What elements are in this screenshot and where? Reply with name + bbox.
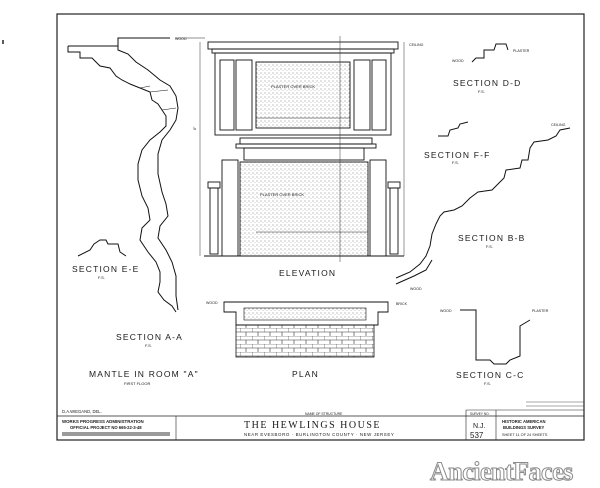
section-dd-profile xyxy=(471,43,509,63)
watermark-logo: AncientFaces xyxy=(430,457,573,486)
title-block xyxy=(57,401,584,440)
first-floor-label: FIRST FLOOR xyxy=(124,381,150,386)
section-aa-label: SECTION A-A xyxy=(116,332,183,342)
plaster-label-cc: PLASTER xyxy=(532,309,549,313)
section-bb-profile xyxy=(395,127,571,285)
section-cc-label: SECTION C-C xyxy=(456,370,524,380)
name-of-structure-caption: NAME OF STRUCTURE xyxy=(305,412,343,416)
ceiling-label-elev: CEILING xyxy=(409,43,424,47)
sheet-number: SHEET 11 OF 24 SHEETS xyxy=(502,433,548,437)
scale-dd: F.S. xyxy=(478,89,485,94)
mantle-elevation xyxy=(204,41,404,257)
mantle-plan xyxy=(223,301,389,358)
house-name: THE HEWLINGS HOUSE xyxy=(244,420,381,431)
elevation-dimensions xyxy=(199,36,405,262)
section-aa-profile xyxy=(67,37,179,313)
lower-plaster-panel xyxy=(239,161,369,257)
state-code: N.J. xyxy=(473,423,486,430)
section-ee-profile xyxy=(77,239,127,257)
plan-label: PLAN xyxy=(292,369,319,379)
survey-org-2: BUILDINGS SURVEY xyxy=(503,425,545,430)
elevation-label: ELEVATION xyxy=(279,268,336,278)
scale-ff: F.S. xyxy=(452,160,459,165)
sheet-border xyxy=(56,13,585,441)
dim-aa: 8" xyxy=(193,126,197,130)
scale-aa: F.S. xyxy=(145,343,152,348)
plaster-over-brick-upper: PLASTER OVER BRICK xyxy=(271,84,315,89)
wood-label-top: WOOD xyxy=(175,37,187,41)
scale-ee: F.S. xyxy=(98,275,105,280)
plaster-label-dd: PLASTER xyxy=(513,49,530,53)
section-bb-label: SECTION B-B xyxy=(458,233,526,243)
scale-bb: F.S. xyxy=(486,244,493,249)
section-ff-label: SECTION F-F xyxy=(424,150,491,160)
section-ff-profile xyxy=(438,121,469,137)
wpa-fine-print xyxy=(62,432,170,436)
section-cc-profile xyxy=(460,309,531,365)
wood-label-bb: WOOD xyxy=(410,287,422,291)
survey-number: 537 xyxy=(470,431,484,440)
plaster-over-brick-lower: PLASTER OVER BRICK xyxy=(260,192,304,197)
wpa-line-2: OFFICIAL PROJECT NO 665-22-3-48 xyxy=(70,425,142,430)
brick-label-plan: BRICK xyxy=(396,302,408,306)
drawn-by: D.A.WIEGAND, DEL. xyxy=(62,409,102,414)
wood-label-plan: WOOD xyxy=(206,301,218,305)
wood-label-dd: WOOD xyxy=(452,59,464,63)
location-line: NEAR EVESBORO · BURLINGTON COUNTY · NEW … xyxy=(244,432,394,437)
section-ee-label: SECTION E-E xyxy=(72,264,140,274)
wood-label-cc: WOOD xyxy=(440,309,452,313)
wpa-line-1: WORKS PROGRESS ADMINISTRATION xyxy=(62,419,144,424)
survey-no-caption: SURVEY NO. xyxy=(470,412,490,416)
section-dd-label: SECTION D-D xyxy=(453,78,521,88)
upper-plaster-panel xyxy=(255,61,351,129)
mantle-title: MANTLE IN ROOM "A" xyxy=(89,369,199,379)
survey-org-1: HISTORIC AMERICAN xyxy=(502,419,546,424)
ceiling-label-bb: CEILING xyxy=(551,123,566,127)
scale-cc: F.S. xyxy=(484,381,491,386)
